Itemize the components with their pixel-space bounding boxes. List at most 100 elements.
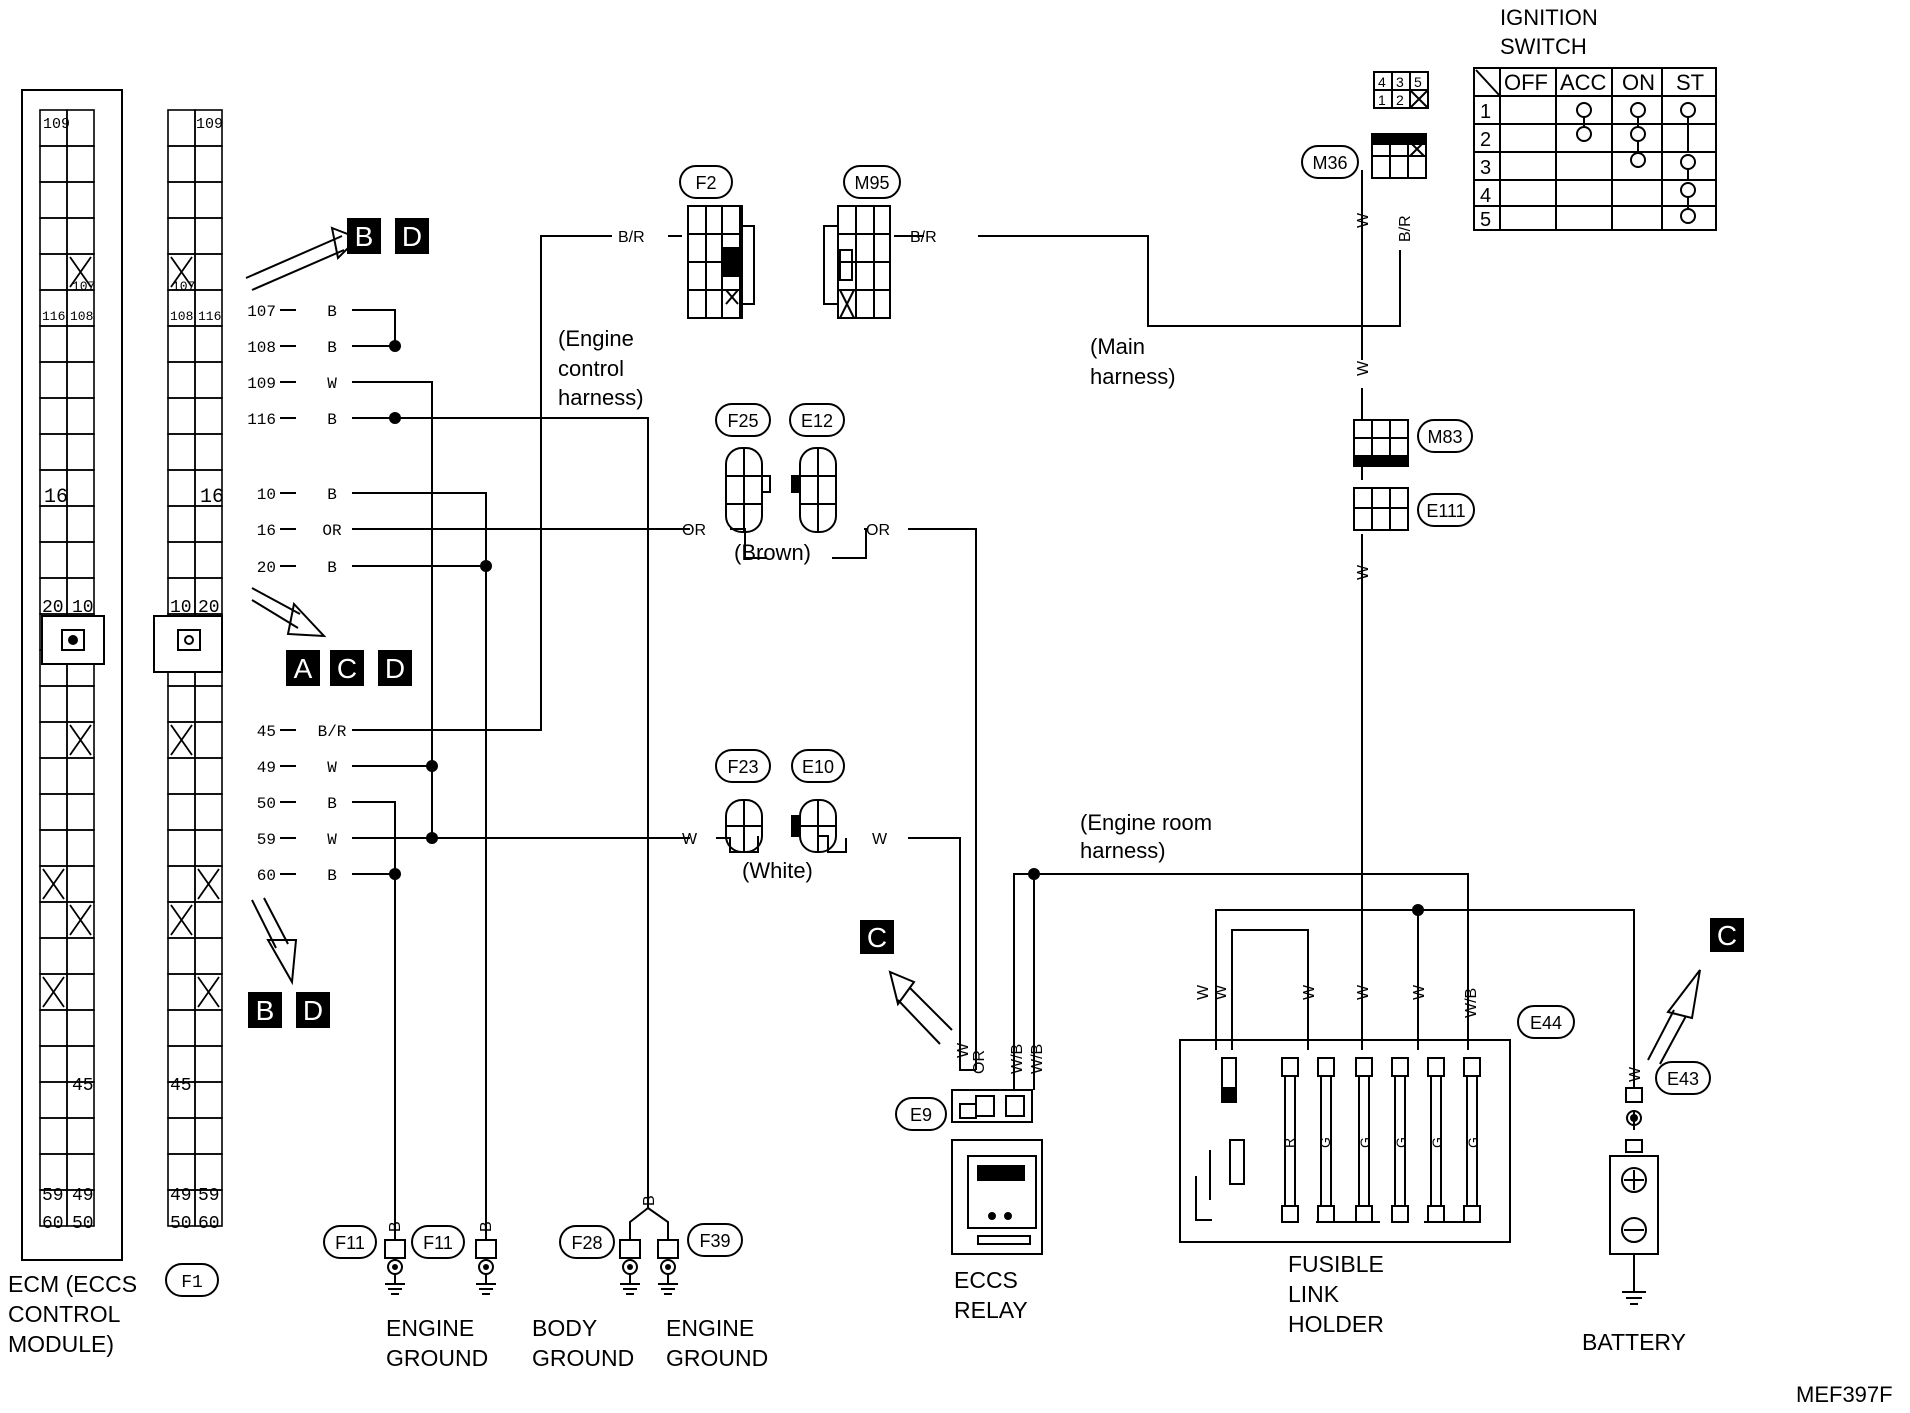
ground-label-engine-2b: GROUND	[666, 1345, 768, 1371]
pin-cell	[194, 145, 223, 183]
pin-row-color: W	[327, 831, 337, 849]
pin-row-color: B	[327, 559, 337, 577]
pin-cell	[39, 325, 68, 363]
pin-cell	[39, 937, 68, 975]
pin-cell	[167, 1117, 196, 1155]
wire-label-b-f11b: B	[478, 1221, 495, 1232]
pin-cell	[167, 469, 196, 507]
pin-cell	[39, 1153, 68, 1191]
pin-cross-mark	[170, 724, 193, 756]
fuse-label-g-5: G	[1465, 1137, 1481, 1148]
ignition-row-4: 4	[1480, 185, 1491, 207]
f1-pin-49: 49	[170, 1186, 192, 1206]
fuse-wire-labels: R G G G G G	[1281, 1137, 1481, 1148]
fuse-top-terminal	[1427, 1057, 1445, 1077]
wire-label-w-main: W	[1355, 360, 1372, 376]
ecm-pin-50: 50	[72, 1214, 94, 1234]
connector-f11a: F11	[335, 1233, 365, 1253]
wire-label-w-f23: W	[682, 831, 698, 848]
wire-label-wb-e9-b: W/B	[1029, 1044, 1046, 1074]
pin-cell	[167, 397, 196, 435]
pin-row-color: B	[327, 867, 337, 885]
wire-label-or-e9: OR	[971, 1050, 988, 1074]
wire-label-br-m95: B/R	[910, 229, 937, 246]
harness-label-engine-control-2: control	[558, 356, 624, 381]
pin-cell	[66, 1117, 95, 1155]
pin-cell	[39, 433, 68, 471]
connector-e43: E43	[1667, 1069, 1699, 1089]
ground-label-engine-2a: ENGINE	[666, 1315, 754, 1341]
pin-cell	[66, 829, 95, 867]
pin-cross-mark	[42, 976, 65, 1008]
connector-e44: E44	[1530, 1013, 1562, 1033]
connector-badges: F2 M95 F25 E12 F23 E10 M36 M83 E111 E44 …	[323, 145, 1711, 1259]
pin-cell	[66, 109, 95, 147]
pin-cross-mark	[170, 904, 193, 936]
pin-row-number: 109	[247, 375, 276, 393]
ignition-col-st: ST	[1676, 70, 1704, 95]
pin-cell	[39, 1045, 68, 1083]
pin-cell	[39, 757, 68, 795]
f1-pin-16: 16	[200, 486, 224, 509]
pin-cell	[39, 721, 68, 759]
pin-row-number: 10	[257, 486, 276, 504]
m36-pin-1: 1	[1378, 92, 1386, 108]
pin-row-color: OR	[322, 522, 342, 540]
pin-cross-mark	[170, 256, 193, 288]
f1-pin-20: 20	[198, 598, 220, 618]
pin-cell	[66, 937, 95, 975]
pin-cell	[194, 829, 223, 867]
pin-cell	[39, 541, 68, 579]
connector-f25: F25	[727, 411, 758, 431]
ecm-pin-107: 107	[72, 279, 95, 294]
f1-pin-107: 107	[172, 279, 195, 294]
ecm-pin-109: 109	[43, 116, 70, 133]
pin-cell	[66, 325, 95, 363]
wire-label-w-e10: W	[872, 831, 888, 848]
ecm-pin-116: 116	[42, 309, 65, 324]
pin-cell	[39, 829, 68, 867]
f1-pin-50: 50	[170, 1214, 192, 1234]
fuse-label-r: R	[1281, 1138, 1297, 1148]
f1-connector-id: F1	[181, 1273, 203, 1293]
pin-cross-mark	[69, 904, 92, 936]
wire-label-or-e12: OR	[866, 522, 890, 539]
harness-label-engine-room-2: harness)	[1080, 838, 1166, 863]
pin-cell	[194, 1009, 223, 1047]
pin-cell	[167, 217, 196, 255]
pin-cell	[194, 505, 223, 543]
ecm-connector: 109 107 116 108 16 20 10 45 59 49 60 50 …	[8, 89, 224, 1357]
ignition-continuity-marks	[1576, 102, 1696, 224]
fuse-bottom-terminal	[1317, 1205, 1335, 1223]
pin-cell	[194, 397, 223, 435]
pin-row-color: B	[327, 795, 337, 813]
pin-row-number: 45	[257, 723, 276, 741]
f1-pin-108: 108	[170, 309, 193, 324]
ignition-col-acc: ACC	[1560, 70, 1607, 95]
ecm-pin-49: 49	[72, 1186, 94, 1206]
eccs-relay-label-1: ECCS	[954, 1267, 1018, 1293]
fuse-bottom-terminal	[1355, 1205, 1373, 1223]
wire-label-w-e9: W	[955, 1042, 972, 1058]
pin-cell	[167, 937, 196, 975]
pin-cross-mark	[197, 868, 220, 900]
ecm-pin-strip-left	[39, 109, 95, 1227]
pin-cell	[194, 1081, 223, 1119]
harness-label-brown: (Brown)	[734, 540, 811, 565]
ref-c: C	[337, 653, 357, 684]
wire-color-labels: B/R B/R OR OR W W W B/R W W W OR W/B W/B…	[387, 212, 1644, 1232]
pin-cell	[167, 865, 196, 903]
pin-cell	[167, 361, 196, 399]
pin-row-color: B	[327, 486, 337, 504]
pin-cell	[167, 757, 196, 795]
f1-pin-59: 59	[198, 1186, 220, 1206]
ground-label-engine-1b: GROUND	[386, 1345, 488, 1371]
ref-group-acd: A C D	[251, 587, 412, 686]
pin-cell	[66, 433, 95, 471]
pin-cell	[167, 829, 196, 867]
fusible-label-2: LINK	[1288, 1281, 1340, 1307]
ecm-pin-20: 20	[42, 598, 64, 618]
pin-cell	[167, 505, 196, 543]
wire-label-w-e111: W	[1355, 564, 1372, 580]
